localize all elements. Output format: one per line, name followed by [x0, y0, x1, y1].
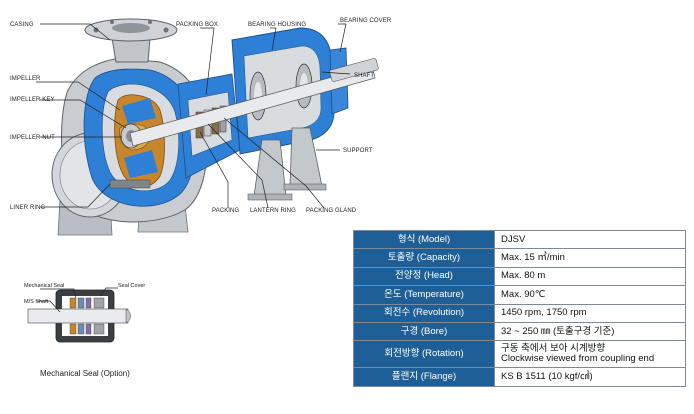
- spec-row: 회전수 (Revolution) 1450 rpm, 1750 rpm: [353, 303, 686, 323]
- spec-table: 형식 (Model) DJSV 토출량 (Capacity) Max. 15 ㎥/mi…: [353, 229, 686, 387]
- label-impeller: IMPELLER: [10, 76, 41, 82]
- seal-caption: Mechanical Seal (Option): [40, 369, 130, 378]
- spec-row: 전양정 (Head) Max. 80 m: [353, 266, 686, 287]
- label-ms-shaft: M/S Shaft: [24, 299, 49, 305]
- spec-key: 구경 (Bore): [353, 321, 495, 342]
- spec-value-line: 32 ~ 250 ㎜ (토출구경 기준): [501, 325, 615, 337]
- label-packing-box: PACKING BOX: [176, 22, 218, 28]
- spec-value-line: Max. 90℃: [501, 288, 546, 300]
- label-bearing-housing: BEARING HOUSING: [248, 22, 306, 28]
- spec-value-line: Clockwise viewed from coupling end: [501, 353, 655, 365]
- label-packing-gland: PACKING GLAND: [306, 208, 357, 214]
- label-seal-cover: Seal Cover: [118, 283, 145, 289]
- spec-value: 1450 rpm, 1750 rpm: [494, 303, 686, 323]
- spec-row: 온도 (Temperature) Max. 90℃: [353, 285, 686, 305]
- spec-key: 회전수 (Revolution): [353, 303, 495, 323]
- spec-value-line: Max. 15 ㎥/min: [501, 252, 565, 264]
- spec-value: Max. 15 ㎥/min: [494, 248, 686, 268]
- spec-key: 토출량 (Capacity): [353, 248, 495, 268]
- spec-value-line: 구동 축에서 보아 시계방향: [501, 343, 606, 355]
- label-packing: PACKING: [212, 208, 239, 214]
- spec-key: 플랜지 (Flange): [353, 367, 495, 387]
- pump-illustration: [51, 18, 379, 236]
- label-liner-ring: LINER RING: [10, 205, 46, 211]
- label-bearing-cover: BEARING COVER: [340, 18, 392, 24]
- leader-lines: [36, 23, 351, 209]
- spec-row: 토출량 (Capacity) Max. 15 ㎥/min: [353, 248, 686, 268]
- label-shaft: SHAFT: [354, 73, 374, 79]
- spec-key: 온도 (Temperature): [353, 285, 495, 305]
- spec-row: 플랜지 (Flange) KS B 1511 (10 kgf/㎠): [353, 367, 686, 387]
- label-casing: CASING: [10, 22, 34, 28]
- label-impeller-key: IMPELLER KEY: [10, 97, 55, 103]
- label-lantern-ring: LANTERN RING: [250, 208, 296, 214]
- spec-row: 형식 (Model) DJSV: [353, 229, 686, 250]
- spec-value: Max. 80 m: [494, 266, 686, 287]
- mechanical-seal-detail: Mechanical Seal Seal Cover M/S Shaft Mec…: [24, 283, 145, 378]
- spec-key: 회전방향 (Rotation): [353, 340, 495, 369]
- spec-value-line: KS B 1511 (10 kgf/㎠): [501, 371, 593, 383]
- component-labels: CASING PACKING BOX BEARING HOUSING BEARI…: [10, 18, 392, 214]
- spec-table-body: 형식 (Model) DJSV 토출량 (Capacity) Max. 15 ㎥/mi…: [353, 229, 686, 387]
- spec-value-line: Max. 80 m: [501, 270, 546, 282]
- spec-value-line: 1450 rpm, 1750 rpm: [501, 307, 587, 319]
- spec-row: 구경 (Bore) 32 ~ 250 ㎜ (토출구경 기준): [353, 321, 686, 342]
- label-impeller-nut: IMPELLER NUT: [10, 135, 55, 141]
- spec-value: 32 ~ 250 ㎜ (토출구경 기준): [494, 321, 686, 342]
- spec-key: 전양정 (Head): [353, 266, 495, 287]
- label-support: SUPPORT: [343, 148, 373, 154]
- spec-key: 형식 (Model): [353, 229, 495, 250]
- spec-value: KS B 1511 (10 kgf/㎠): [494, 367, 686, 387]
- spec-value: Max. 90℃: [494, 285, 686, 305]
- spec-value: DJSV: [494, 229, 686, 250]
- label-mechanical-seal: Mechanical Seal: [24, 283, 64, 289]
- spec-value-line: DJSV: [501, 233, 526, 245]
